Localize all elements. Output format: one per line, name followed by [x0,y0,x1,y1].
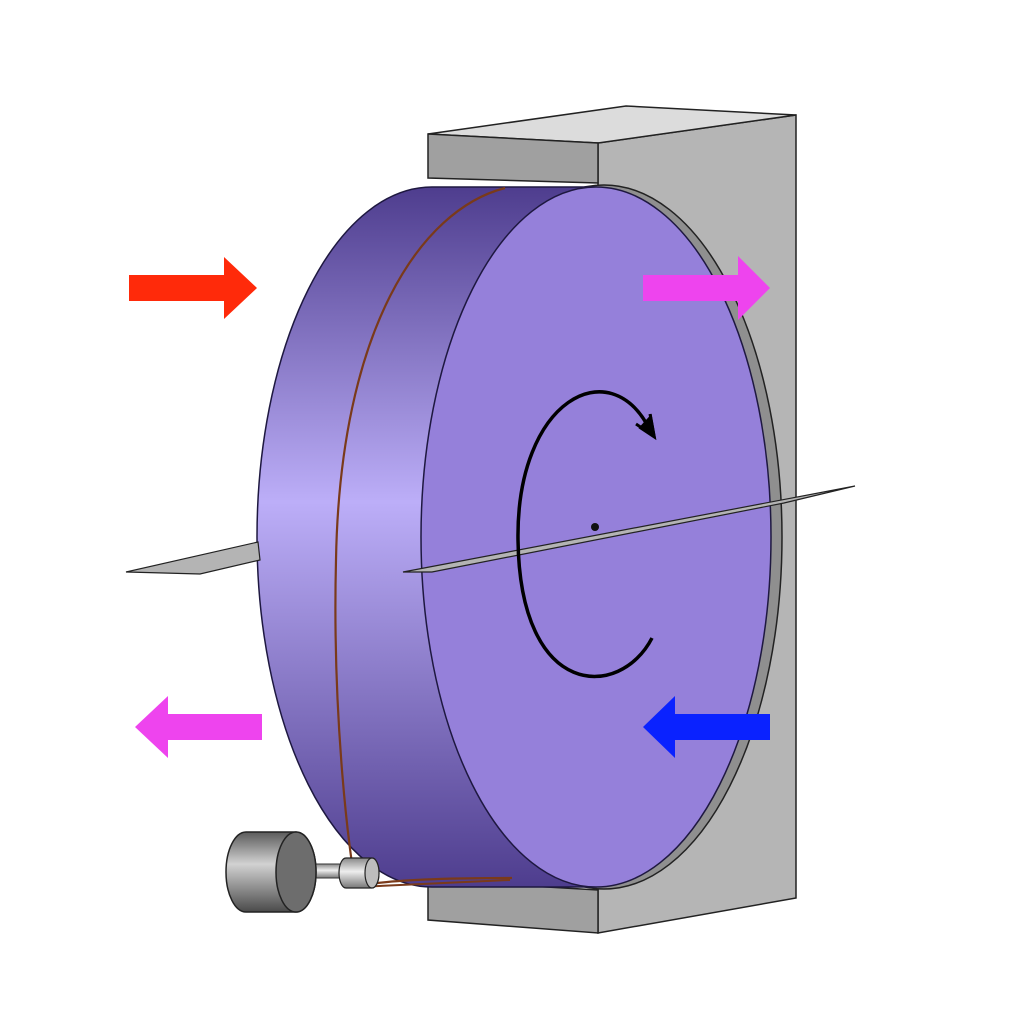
seal-plate-left [125,541,261,575]
motor-end-cap [275,831,317,913]
right-arrow-icon [129,257,257,319]
airflow-arrows [129,256,770,758]
rotor-wheel [125,186,856,888]
clockwise-rotation-arrow-icon [516,390,657,679]
left-arrow-icon [643,696,770,758]
drive-belt [334,186,513,889]
wheel-hub [591,523,599,531]
housing-top-front [427,133,599,184]
seal-plate [402,485,856,573]
left-arrow-icon [135,696,262,758]
drive-motor [225,831,380,913]
housing-bottom-front [427,879,599,934]
right-arrow-icon [643,256,770,320]
